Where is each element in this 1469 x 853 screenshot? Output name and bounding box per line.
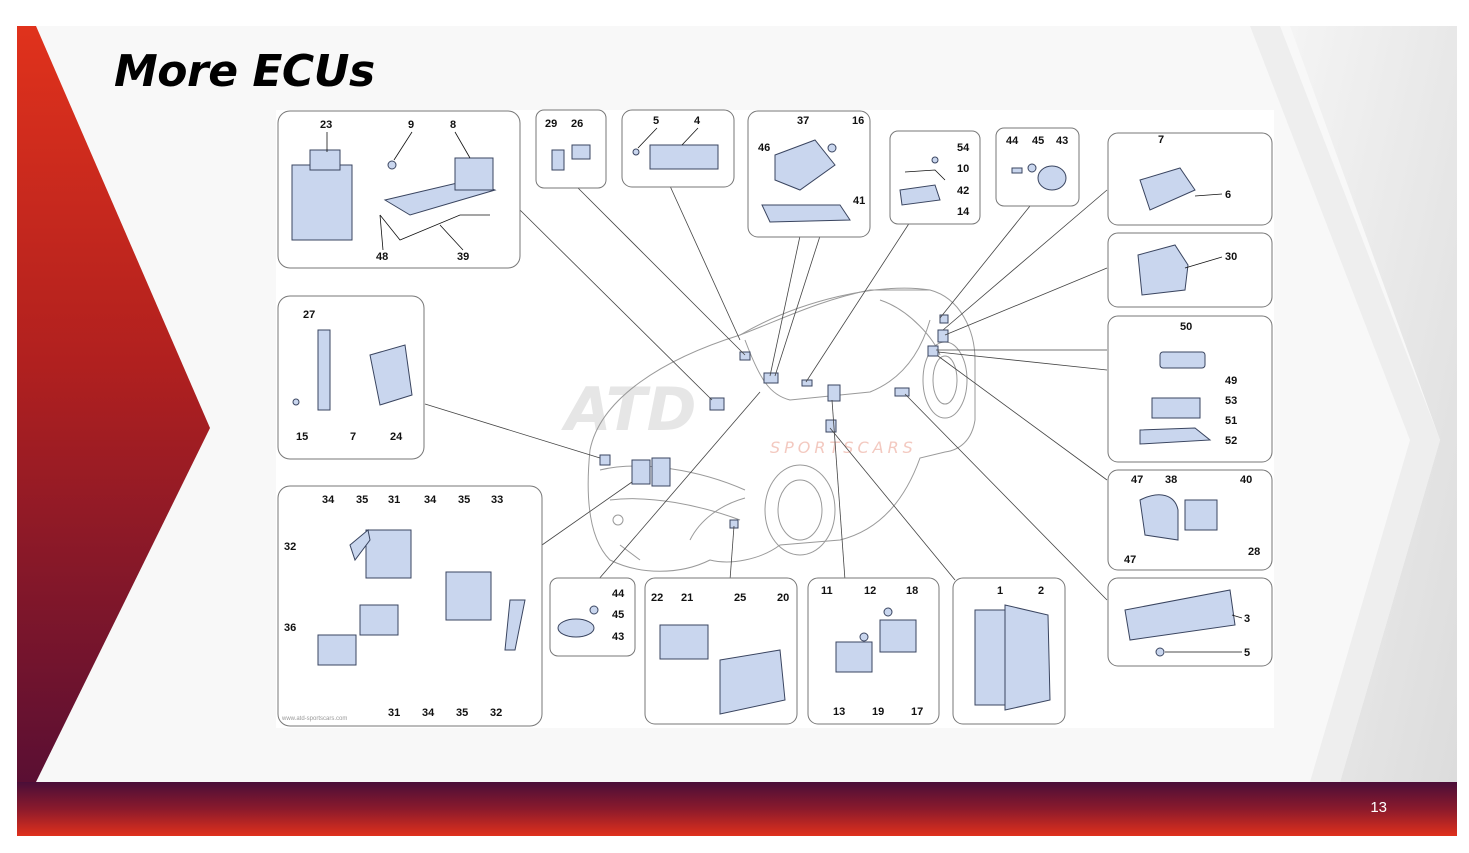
group-box-14: 22 21 25 20 bbox=[644, 577, 798, 725]
label: 39 bbox=[457, 251, 469, 263]
label: 51 bbox=[1225, 415, 1237, 427]
label: 38 bbox=[1165, 474, 1177, 486]
label: 22 bbox=[651, 592, 663, 604]
label: 26 bbox=[571, 118, 583, 130]
group-box-11: 47 38 40 47 28 bbox=[1107, 469, 1273, 571]
group-box-5: 54 10 42 14 bbox=[889, 130, 981, 225]
group-box-1: 23 9 8 48 39 bbox=[277, 110, 521, 269]
label: 25 bbox=[734, 592, 746, 604]
label: 32 bbox=[284, 541, 296, 553]
diagram-watermark: ATD bbox=[561, 375, 696, 445]
group-box-10: 50 49 53 51 52 bbox=[1107, 315, 1273, 463]
label: 48 bbox=[376, 251, 388, 263]
label: 8 bbox=[450, 119, 456, 131]
car-outline bbox=[587, 287, 976, 572]
group-box-2: 29 26 bbox=[535, 109, 607, 189]
group-box-9: 27 15 7 24 bbox=[277, 295, 425, 460]
page-number: 13 bbox=[1370, 799, 1387, 816]
label: 54 bbox=[957, 142, 970, 154]
label: 20 bbox=[777, 592, 789, 604]
label: 37 bbox=[797, 115, 809, 127]
label: 43 bbox=[1056, 135, 1068, 147]
label: 45 bbox=[612, 609, 624, 621]
label: 15 bbox=[296, 431, 308, 443]
group-box-15: 11 12 18 13 19 17 bbox=[807, 577, 940, 725]
label: 35 bbox=[458, 494, 470, 506]
label: 53 bbox=[1225, 395, 1237, 407]
label: 42 bbox=[957, 185, 969, 197]
slide-title: More ECUs bbox=[114, 46, 375, 97]
label: 44 bbox=[1006, 135, 1019, 147]
group-box-12: 34 35 31 34 35 33 32 36 31 34 35 32 www.… bbox=[277, 485, 543, 727]
label: 11 bbox=[821, 585, 833, 597]
label: 34 bbox=[422, 707, 435, 719]
label: 13 bbox=[833, 706, 845, 718]
label: 5 bbox=[653, 115, 659, 127]
label: 1 bbox=[997, 585, 1003, 597]
label: 47 bbox=[1124, 554, 1136, 566]
group-box-6: 44 45 43 bbox=[995, 127, 1080, 207]
label: 17 bbox=[911, 706, 923, 718]
label: 21 bbox=[681, 592, 693, 604]
label: 33 bbox=[491, 494, 503, 506]
label: 32 bbox=[490, 707, 502, 719]
label: 47 bbox=[1131, 474, 1143, 486]
label: 35 bbox=[356, 494, 368, 506]
label: 44 bbox=[612, 588, 625, 600]
label: 43 bbox=[612, 631, 624, 643]
label: 12 bbox=[864, 585, 876, 597]
car-components bbox=[599, 314, 949, 529]
label: 45 bbox=[1032, 135, 1044, 147]
group-box-7: 7 6 bbox=[1107, 132, 1273, 226]
label: 10 bbox=[957, 163, 969, 175]
label: 27 bbox=[303, 309, 315, 321]
label: 40 bbox=[1240, 474, 1252, 486]
label: 4 bbox=[694, 115, 701, 127]
label: 5 bbox=[1244, 647, 1250, 659]
diagram-watermark-sub: SPORTSCARS bbox=[770, 438, 917, 457]
label: 2 bbox=[1038, 585, 1044, 597]
label: 31 bbox=[388, 494, 400, 506]
group-box-8: 30 bbox=[1107, 232, 1273, 308]
label: 14 bbox=[957, 206, 970, 218]
label: 41 bbox=[853, 195, 865, 207]
label: 50 bbox=[1180, 321, 1192, 333]
group-box-17: 3 5 bbox=[1107, 577, 1273, 667]
label: 6 bbox=[1225, 189, 1231, 201]
label: 31 bbox=[388, 707, 400, 719]
callout-lines bbox=[424, 185, 1108, 601]
label: 49 bbox=[1225, 375, 1237, 387]
label: 7 bbox=[350, 431, 356, 443]
label: 35 bbox=[456, 707, 468, 719]
label: 28 bbox=[1248, 546, 1260, 558]
group-box-3: 5 4 bbox=[621, 109, 735, 188]
label: 3 bbox=[1244, 613, 1250, 625]
label: 23 bbox=[320, 119, 332, 131]
label: 24 bbox=[390, 431, 403, 443]
label: 34 bbox=[322, 494, 335, 506]
label: 19 bbox=[872, 706, 884, 718]
label: 18 bbox=[906, 585, 918, 597]
group-box-13: 44 45 43 bbox=[549, 577, 636, 657]
label: 29 bbox=[545, 118, 557, 130]
credit-text: www.atd-sportscars.com bbox=[281, 716, 347, 722]
label: 16 bbox=[852, 115, 864, 127]
label: 52 bbox=[1225, 435, 1237, 447]
group-box-16: 1 2 bbox=[952, 577, 1066, 725]
label: 46 bbox=[758, 142, 770, 154]
label: 9 bbox=[408, 119, 414, 131]
label: 36 bbox=[284, 622, 296, 634]
label: 7 bbox=[1158, 134, 1164, 146]
label: 30 bbox=[1225, 251, 1237, 263]
group-box-4: 37 16 46 41 bbox=[747, 110, 871, 238]
label: 34 bbox=[424, 494, 437, 506]
